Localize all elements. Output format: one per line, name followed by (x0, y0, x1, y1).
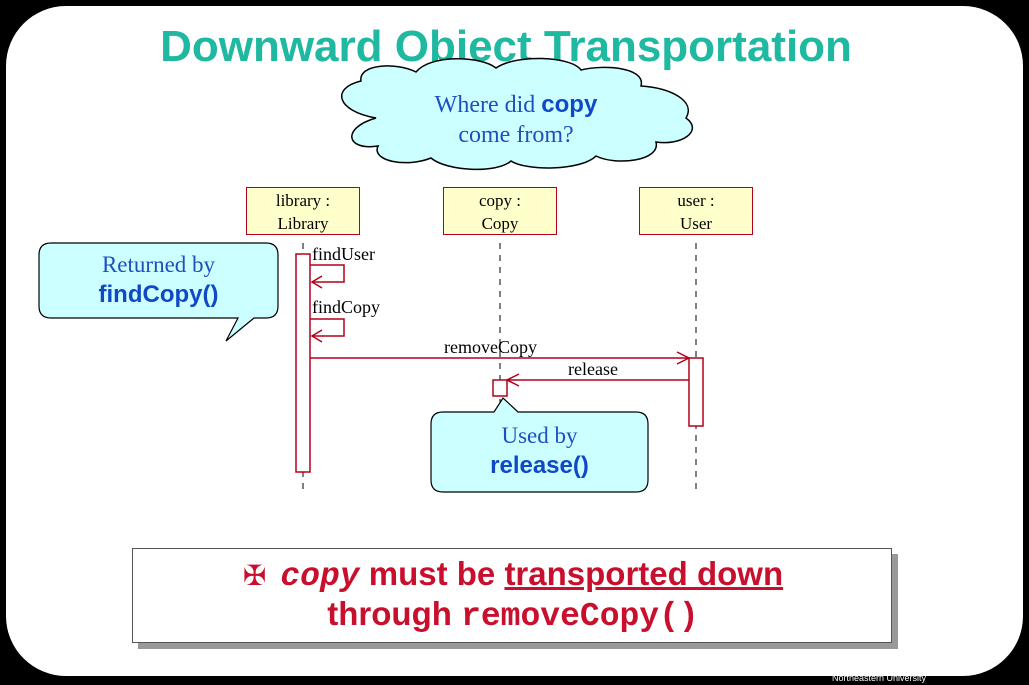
object-library: library : Library (246, 187, 360, 235)
callout-used-text: Used by release() (431, 421, 648, 481)
object-user-class: User (679, 214, 713, 233)
callout-returned-shape (38, 242, 279, 342)
callout-used-line1: Used by (501, 423, 578, 448)
object-copy-class: Copy (481, 214, 519, 233)
sequence-diagram (38, 57, 704, 494)
cloud-line1-a: Where did (434, 92, 542, 118)
callout-returned-line1: Returned by (101, 252, 216, 277)
object-copy: copy : Copy (443, 187, 557, 235)
message-remove-copy-arrow (310, 351, 691, 365)
note-must-be: must be (359, 555, 505, 592)
thought-cloud (341, 57, 694, 171)
object-library-name: library : (275, 191, 331, 210)
activation-copy (492, 379, 508, 397)
message-release-label: release (568, 359, 618, 379)
message-find-copy-label: findCopy (312, 297, 381, 317)
object-library-class: Library (277, 214, 329, 233)
slide: Downward Object Transportation (6, 6, 1023, 676)
message-find-user-arrow (310, 264, 345, 289)
object-copy-name: copy : (478, 191, 522, 210)
object-user: user : User (639, 187, 753, 235)
footer-text: Northeastern University (832, 673, 927, 683)
callout-returned-line2: findCopy() (98, 281, 219, 308)
message-find-user-label: findUser (312, 244, 375, 264)
message-release-arrow (505, 373, 689, 387)
cloud-text: Where did copy come from? (366, 90, 666, 150)
object-user-name: user : (677, 191, 715, 210)
note-line-1: ✠ copy must be transported down (133, 555, 893, 595)
note-transported-down: transported down (504, 555, 784, 592)
cloud-line2: come from? (458, 122, 574, 148)
note-copy-word: copy (280, 558, 360, 595)
note-through: through (327, 595, 462, 632)
note-box: ✠ copy must be transported down through r… (132, 548, 892, 643)
activation-user (688, 357, 704, 427)
callout-used-shape (430, 397, 649, 493)
activation-library (295, 253, 311, 473)
note-remove-copy: removeCopy() (461, 598, 699, 635)
cloud-copy-word: copy (541, 91, 598, 118)
message-find-copy-arrow (310, 318, 345, 343)
note-line-2: through removeCopy() (133, 595, 893, 635)
callout-used-line2: release() (490, 452, 589, 479)
message-remove-copy-label: removeCopy (444, 337, 537, 357)
note-bullet-icon: ✠ (242, 560, 267, 591)
callout-returned-text: Returned by findCopy() (39, 250, 278, 310)
